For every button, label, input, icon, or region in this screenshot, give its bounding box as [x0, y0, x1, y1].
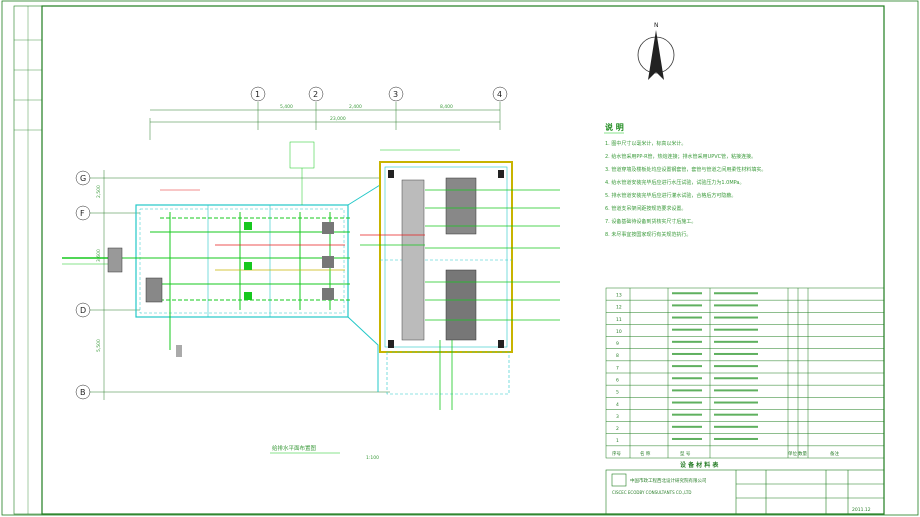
plan-scale: 1:100	[366, 455, 379, 461]
axis-label-1: 1	[255, 90, 260, 99]
dim-left-3: 5,500	[96, 339, 102, 352]
schedule-row-number: 11	[616, 317, 622, 323]
dim-left-2: 3,600	[96, 249, 102, 262]
equipment-schedule	[605, 287, 885, 459]
dim-left-1: 2,500	[96, 185, 102, 198]
dim-top-1: 5,400	[280, 104, 293, 110]
note-item: 2. 给水管采用PP-R管，热熔连接；排水管采用UPVC管，粘接连接。	[605, 153, 756, 160]
connector	[347, 165, 381, 392]
schedule-cell-model	[714, 437, 758, 440]
schedule-cell-name	[672, 304, 702, 307]
tank-room-pipes	[360, 189, 560, 410]
schedule-cell-name	[672, 316, 702, 319]
schedule-cell-name	[672, 377, 702, 380]
schedule-cell-model	[714, 328, 758, 331]
schedule-row-number: 7	[616, 365, 619, 371]
dim-overall: 23,000	[330, 116, 346, 122]
schedule-row-number: 9	[616, 341, 619, 347]
schedule-row-number: 1	[616, 438, 619, 444]
schedule-cell-model	[714, 316, 758, 319]
schedule-header-cell: 数量	[798, 450, 807, 457]
axis-label-F: F	[80, 209, 85, 218]
axis-label-3: 3	[393, 90, 398, 99]
schedule-title: 设 备 材 料 表	[680, 461, 719, 469]
schedule-header-cell: 序号	[612, 450, 621, 457]
schedule-cell-name	[672, 401, 702, 404]
schedule-cell-model	[714, 413, 758, 416]
note-item: 4. 给水管道安装完毕后应进行水压试验，试验压力为1.0MPa。	[605, 179, 744, 186]
tank-room-equipment	[388, 170, 504, 348]
axis-label-4: 4	[497, 90, 502, 99]
schedule-row-number: 2	[616, 426, 619, 432]
company-name-en: CISCEC ECODBY CONSULTANTS CO.,LTD	[612, 490, 691, 495]
schedule-cell-name	[672, 328, 702, 331]
schedule-cell-model	[714, 365, 758, 368]
schedule-cell-model	[714, 352, 758, 355]
pump-room-equipment	[107, 222, 334, 357]
schedule-header-cell: 单位	[788, 450, 797, 457]
schedule-cell-model	[714, 401, 758, 404]
schedule-cell-model	[714, 425, 758, 428]
pump-room-pipes	[62, 212, 350, 350]
company-name-cn: 中国市政工程西北设计研究院有限公司	[630, 477, 707, 484]
notes-heading: 说 明	[605, 122, 624, 132]
schedule-row-number: 3	[616, 414, 619, 420]
pump-room-walls	[135, 204, 349, 318]
equipment-schedule-text: 13 12 11 10 9 8 7 6 5 4 3 2 1 序号 名 称 型 号 单位数量 备注	[612, 292, 839, 457]
schedule-cell-model	[714, 304, 758, 307]
note-item: 5. 排水管道安装完毕后应进行灌水试验，合格后方可隐蔽。	[605, 192, 736, 199]
schedule-row-number: 10	[616, 329, 622, 335]
schedule-cell-name	[672, 352, 702, 355]
note-item: 1. 图中尺寸以毫米计，标高以米计。	[605, 140, 686, 147]
notes-list: 1. 图中尺寸以毫米计，标高以米计。 2. 给水管采用PP-R管，热熔连接；排水…	[605, 140, 766, 238]
schedule-cell-name	[672, 389, 702, 392]
title-block	[605, 469, 885, 515]
axis-label-D: D	[80, 306, 86, 315]
title-date: 2011.12	[852, 507, 871, 513]
schedule-cell-name	[672, 365, 702, 368]
schedule-header-cell: 备注	[830, 450, 839, 457]
axis-label-B: B	[80, 388, 86, 397]
schedule-header-cell: 名 称	[640, 450, 651, 457]
tank-room-walls	[379, 161, 513, 395]
schedule-row-number: 6	[616, 378, 619, 384]
plan-title: 给排水平面布置图	[272, 444, 317, 452]
schedule-cell-name	[672, 425, 702, 428]
north-arrow: N	[637, 22, 675, 80]
schedule-cell-name	[672, 413, 702, 416]
axis-left	[75, 170, 390, 400]
note-item: 6. 管道支吊架间距按规范要求设置。	[605, 205, 686, 212]
schedule-cell-model	[714, 340, 758, 343]
schedule-header-cell: 型 号	[680, 450, 691, 457]
schedule-cell-name	[672, 437, 702, 440]
schedule-cell-name	[672, 292, 702, 295]
schedule-row-number: 13	[616, 293, 622, 299]
note-item: 3. 管道穿墙及楼板处均应设置钢套管，套管与管道之间用柔性材料填实。	[605, 166, 766, 173]
schedule-cell-model	[714, 292, 758, 295]
schedule-cell-model	[714, 377, 758, 380]
north-label: N	[654, 22, 659, 29]
schedule-cell-name	[672, 340, 702, 343]
schedule-row-number: 4	[616, 402, 619, 408]
schedule-row-number: 8	[616, 353, 619, 359]
schedule-row-number: 12	[616, 305, 622, 311]
dim-top-2: 2,400	[349, 104, 362, 110]
axis-label-2: 2	[313, 90, 318, 99]
axis-label-G: G	[80, 174, 86, 183]
annotation-leaders	[160, 141, 460, 205]
dim-top-3: 8,400	[440, 104, 453, 110]
note-item: 7. 设备基础待设备到货核实尺寸后施工。	[605, 218, 696, 225]
schedule-row-number: 5	[616, 390, 619, 396]
axis-top	[149, 86, 508, 140]
schedule-cell-model	[714, 389, 758, 392]
note-item: 8. 未尽事宜按国家现行有关规范执行。	[605, 231, 691, 238]
